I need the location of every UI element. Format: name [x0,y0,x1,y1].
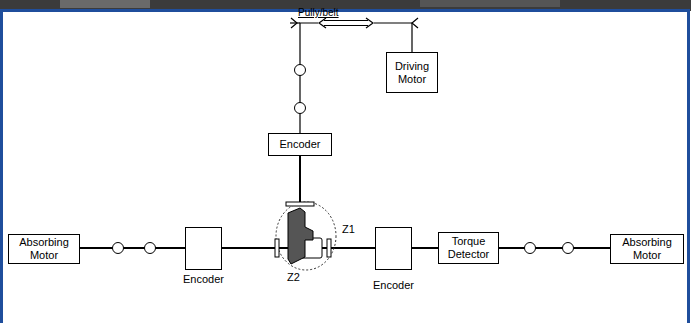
component-box: Encoder [375,227,412,270]
coupling [525,243,536,254]
component-box: Absorbing Motor [610,234,684,264]
gear-housing-outline [276,202,336,270]
gear-label: Z1 [342,223,355,236]
component-box: Encoder [185,227,222,270]
panel-frame [2,11,689,323]
component-box: Encoder [268,133,332,156]
shaft [80,247,185,249]
component-box: Torque Detector [438,232,499,264]
belt-arrow [319,18,326,28]
flange [286,202,314,206]
component-name: Absorbing Motor [9,236,79,261]
belt-line [324,25,368,26]
coupling [295,65,306,76]
belt-arrow [366,18,373,28]
shaft [299,156,301,204]
component-name: Encoder [280,138,321,151]
component-name: Torque Detector [439,235,498,260]
component-name: Absorbing Motor [611,236,683,261]
pulley-shaft [290,22,300,23]
belt-line [324,20,368,21]
component-name: Driving Motor [387,60,437,85]
flange [327,239,331,257]
coupling [145,243,156,254]
coupling [113,243,124,254]
flange [275,239,279,257]
part-label: Pully/belt [298,7,339,19]
photo-strip [60,0,150,8]
component-box: Absorbing Motor [8,234,80,264]
gear-z2 [288,208,313,264]
gear-label: Z2 [287,271,300,284]
component-name: Encoder [373,279,414,292]
pulley-symbol [291,18,297,28]
pulley-symbol [412,18,418,28]
shaft [412,247,438,249]
belt-ground [318,19,374,27]
component-box: Driving Motor [386,52,438,93]
coupling [295,103,306,114]
component-name: Encoder [183,273,224,286]
shaft [499,247,610,249]
photo-strip [420,0,560,7]
coupling [563,243,574,254]
